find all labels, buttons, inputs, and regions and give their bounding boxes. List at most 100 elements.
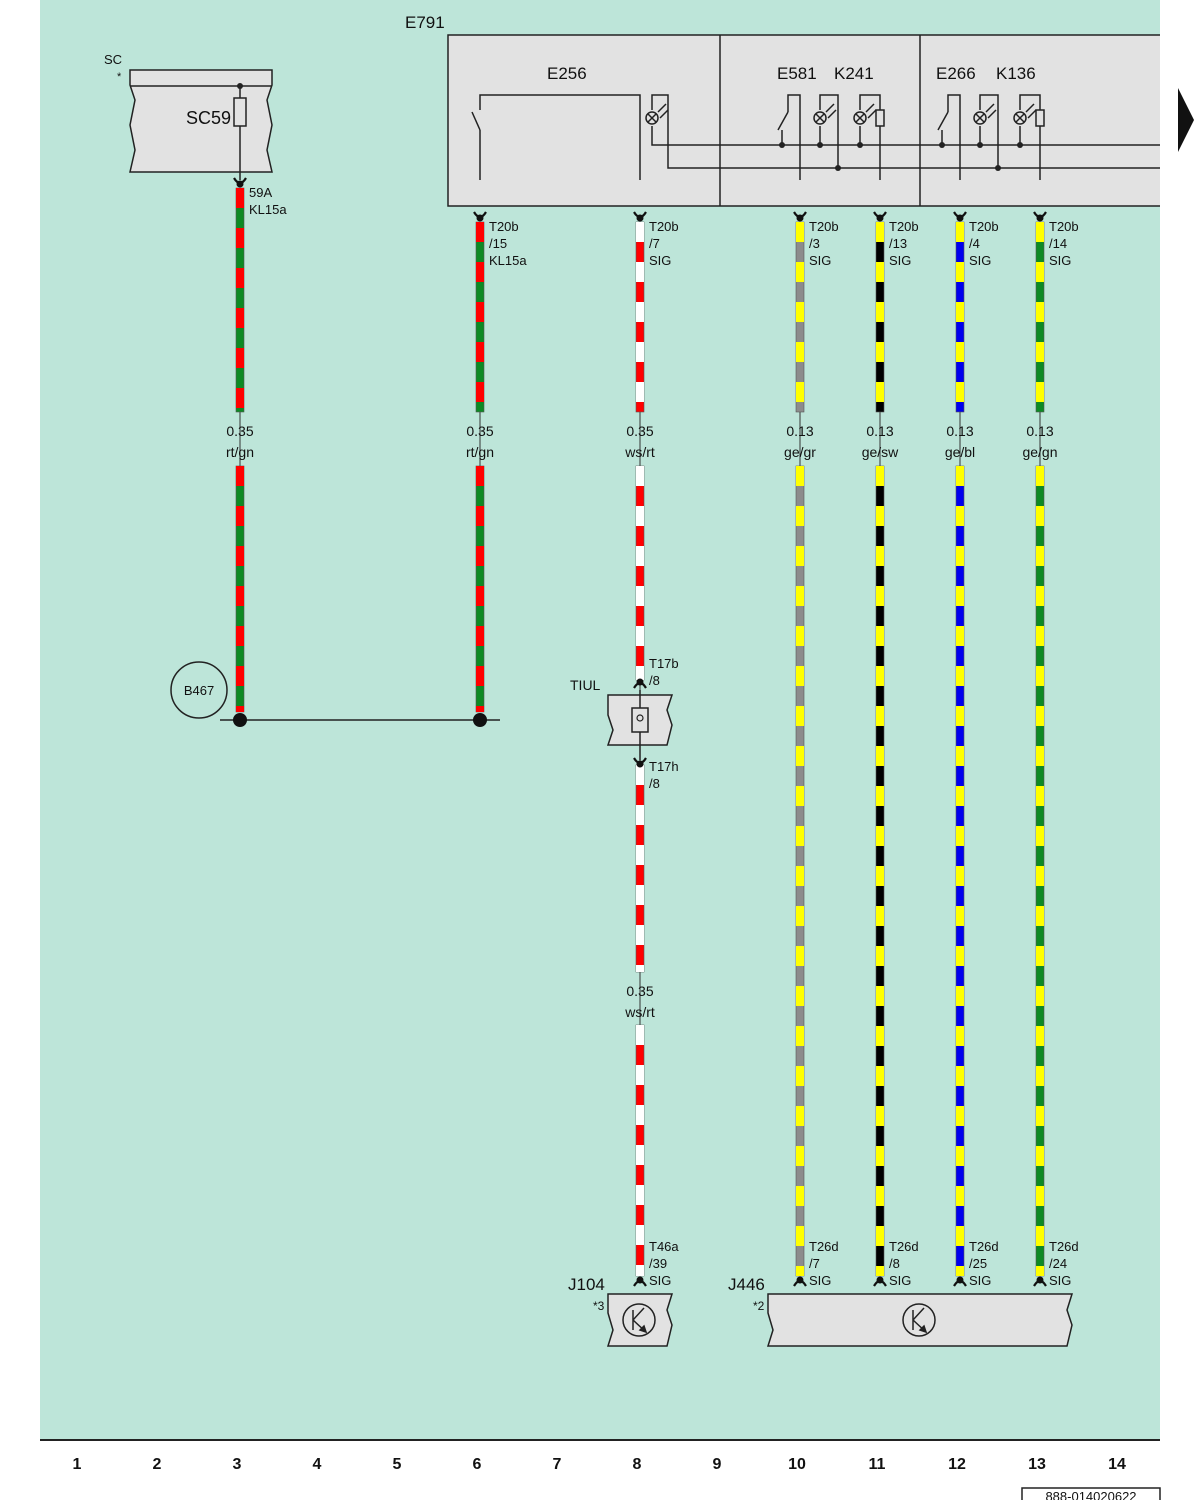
sc-pin-label: 59A bbox=[249, 185, 272, 200]
wire3-pin: /7 bbox=[649, 236, 660, 251]
wire-stripe bbox=[1036, 506, 1044, 526]
wire-stripe bbox=[956, 546, 964, 566]
wire-stripe bbox=[1036, 546, 1044, 566]
wire-stripe bbox=[1036, 746, 1044, 766]
wire-stripe bbox=[796, 466, 804, 486]
wire-stripe bbox=[876, 626, 884, 646]
wire2-gauge: 0.35 bbox=[466, 423, 493, 439]
wire-stripe bbox=[636, 626, 644, 646]
wire-stripe bbox=[796, 1146, 804, 1166]
wire6-gauge: 0.13 bbox=[946, 423, 973, 439]
wire4-sig: SIG bbox=[809, 253, 831, 268]
pin-dot bbox=[636, 214, 644, 222]
wire-stripe bbox=[876, 382, 884, 402]
wire-stripe bbox=[956, 746, 964, 766]
pin-dot bbox=[876, 214, 884, 222]
wire-stripe bbox=[236, 268, 244, 288]
pin-dot bbox=[1036, 214, 1044, 222]
wire5-color: ge/sw bbox=[862, 444, 899, 460]
wire-stripe bbox=[876, 586, 884, 606]
wire-stripe bbox=[236, 388, 244, 408]
wire4-bconn: T26d bbox=[809, 1239, 839, 1254]
wire3-gauge: 0.35 bbox=[626, 423, 653, 439]
wire-stripe bbox=[876, 1266, 884, 1276]
wire-segment bbox=[635, 465, 645, 681]
wire7-color: ge/gn bbox=[1022, 444, 1057, 460]
wire3-gauge-lower: 0.35 bbox=[626, 983, 653, 999]
wire-stripe bbox=[796, 1106, 804, 1126]
wire-stripe bbox=[636, 262, 644, 282]
wire-stripe bbox=[476, 506, 484, 526]
column-numbers: 1 2 3 4 5 6 7 8 9 10 11 12 13 14 bbox=[73, 1456, 1126, 1473]
wire5-sig: SIG bbox=[889, 253, 911, 268]
wire-stripe bbox=[636, 845, 644, 865]
bus-junctions bbox=[779, 142, 1023, 171]
wire-stripe bbox=[796, 546, 804, 566]
wire-stripe bbox=[636, 925, 644, 945]
wire-stripe bbox=[956, 1106, 964, 1126]
wire-stripe bbox=[636, 1225, 644, 1245]
wire-stripe bbox=[1036, 1226, 1044, 1246]
wire-stripe bbox=[956, 1026, 964, 1046]
tiul-label: TIUL bbox=[570, 677, 601, 693]
e256-switch-icon bbox=[471, 94, 641, 180]
wire-stripe bbox=[1036, 1106, 1044, 1126]
wire-stripe bbox=[236, 308, 244, 328]
wire4-color: ge/gr bbox=[784, 444, 816, 460]
wire5-conn: T20b bbox=[889, 219, 919, 234]
wire-stripe bbox=[956, 1186, 964, 1206]
wire-stripe bbox=[236, 348, 244, 368]
wire-stripe bbox=[636, 546, 644, 566]
wire2-conn: T20b bbox=[489, 219, 519, 234]
wire-stripe bbox=[236, 666, 244, 686]
diagram-background bbox=[40, 0, 1160, 1440]
tiul-bot-conn: T17h bbox=[649, 759, 679, 774]
wire-stripe bbox=[1036, 666, 1044, 686]
wire-stripe bbox=[796, 1186, 804, 1206]
wire-stripe bbox=[956, 222, 964, 242]
wire-stripe bbox=[876, 786, 884, 806]
column-number: 13 bbox=[1028, 1456, 1046, 1473]
wire-stripe bbox=[956, 262, 964, 282]
wire-stripe bbox=[1036, 706, 1044, 726]
wire-stripe bbox=[636, 506, 644, 526]
e581-label: E581 bbox=[777, 64, 817, 83]
j446-control-unit bbox=[766, 1293, 1074, 1347]
k241-lamp-icon bbox=[853, 94, 885, 180]
wire-stripe bbox=[956, 986, 964, 1006]
wire-stripe bbox=[636, 965, 644, 972]
wire-stripe bbox=[476, 382, 484, 402]
column-number: 1 bbox=[73, 1456, 82, 1473]
e791-module bbox=[447, 34, 1160, 207]
wire4-conn: T20b bbox=[809, 219, 839, 234]
wire-stripe bbox=[796, 1066, 804, 1086]
continuation-arrow-icon bbox=[1178, 88, 1194, 152]
wire-stripe bbox=[876, 1106, 884, 1126]
wire2-sig: KL15a bbox=[489, 253, 527, 268]
wire7-bconn: T26d bbox=[1049, 1239, 1079, 1254]
wire-stripe bbox=[876, 746, 884, 766]
wire-stripe bbox=[476, 262, 484, 282]
wire-stripe bbox=[636, 466, 644, 486]
tiul-connector bbox=[606, 690, 674, 760]
wire7-sig: SIG bbox=[1049, 253, 1071, 268]
wire1-gauge: 0.35 bbox=[226, 423, 253, 439]
wire-stripe bbox=[636, 765, 644, 785]
wire-stripe bbox=[956, 1066, 964, 1086]
sc-star: * bbox=[117, 71, 122, 83]
wire-stripe bbox=[956, 906, 964, 926]
wire-stripe bbox=[876, 1066, 884, 1086]
wire-stripe bbox=[636, 1105, 644, 1125]
wire-stripe bbox=[876, 466, 884, 486]
wire-stripe bbox=[236, 506, 244, 526]
tiul-plug-icon bbox=[631, 707, 649, 733]
wire-stripe bbox=[1036, 1266, 1044, 1276]
wire6-conn: T20b bbox=[969, 219, 999, 234]
pin-dot bbox=[796, 214, 804, 222]
wire4-bsig: SIG bbox=[809, 1273, 831, 1288]
wire-stripe bbox=[956, 946, 964, 966]
wire-stripe bbox=[796, 706, 804, 726]
wire-stripe bbox=[236, 586, 244, 606]
wire-stripe bbox=[476, 586, 484, 606]
wire-stripe bbox=[1036, 826, 1044, 846]
